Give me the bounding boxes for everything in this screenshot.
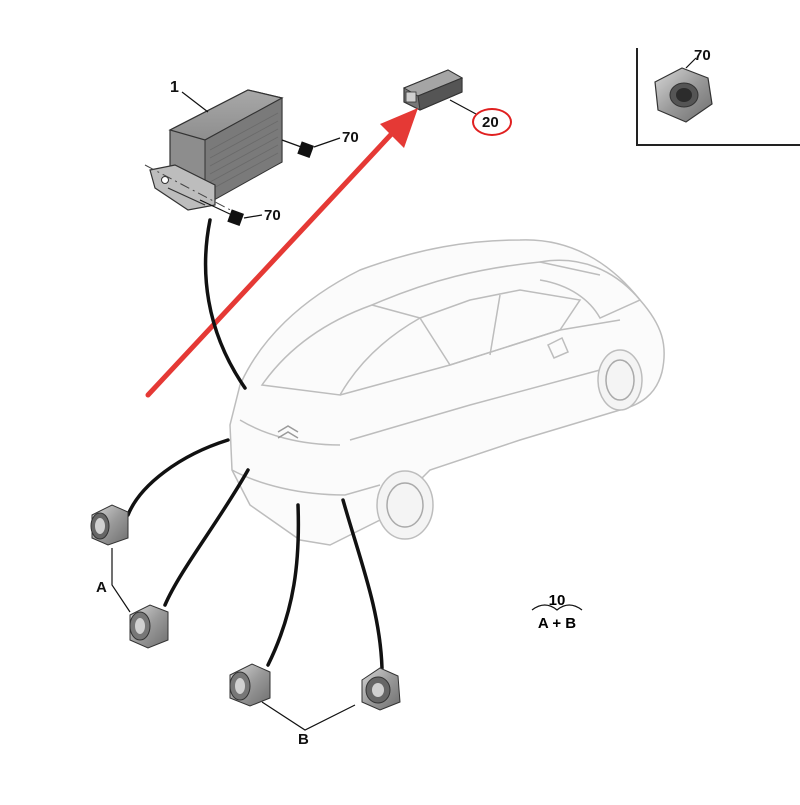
kit-legend: 10 A + B — [532, 592, 582, 632]
label-group-a: A — [96, 579, 107, 596]
fastener-70-lower — [227, 209, 244, 227]
control-module-part-1 — [144, 89, 284, 216]
parking-sensor-b2 — [361, 667, 401, 711]
inset-frame — [636, 48, 800, 146]
label-inset-70: 70 — [694, 47, 711, 64]
red-arrow-icon — [145, 108, 418, 398]
switch-part-20 — [402, 69, 464, 111]
label-fastener-70-lower: 70 — [264, 207, 281, 224]
group-b-bracket — [261, 701, 356, 731]
wiring-harness — [126, 218, 384, 670]
callout-circle-20 — [472, 108, 512, 136]
car-hatchback — [229, 239, 665, 546]
parking-sensor-a1 — [90, 504, 129, 546]
parking-sensor-b1 — [229, 663, 271, 707]
parking-sensor-a2 — [129, 604, 169, 649]
label-kit-number: 10 — [548, 592, 566, 609]
label-kit-formula: A + B — [537, 615, 577, 632]
label-part-20: 20 — [482, 114, 499, 131]
fastener-70-upper — [297, 141, 314, 159]
label-fastener-70-upper: 70 — [342, 129, 359, 146]
leader-part-1 — [181, 91, 209, 113]
label-group-b: B — [298, 731, 309, 748]
kit-brace — [531, 604, 583, 611]
nut-70-inset — [654, 57, 713, 123]
group-a-bracket — [111, 548, 131, 613]
label-part-1: 1 — [170, 79, 179, 96]
